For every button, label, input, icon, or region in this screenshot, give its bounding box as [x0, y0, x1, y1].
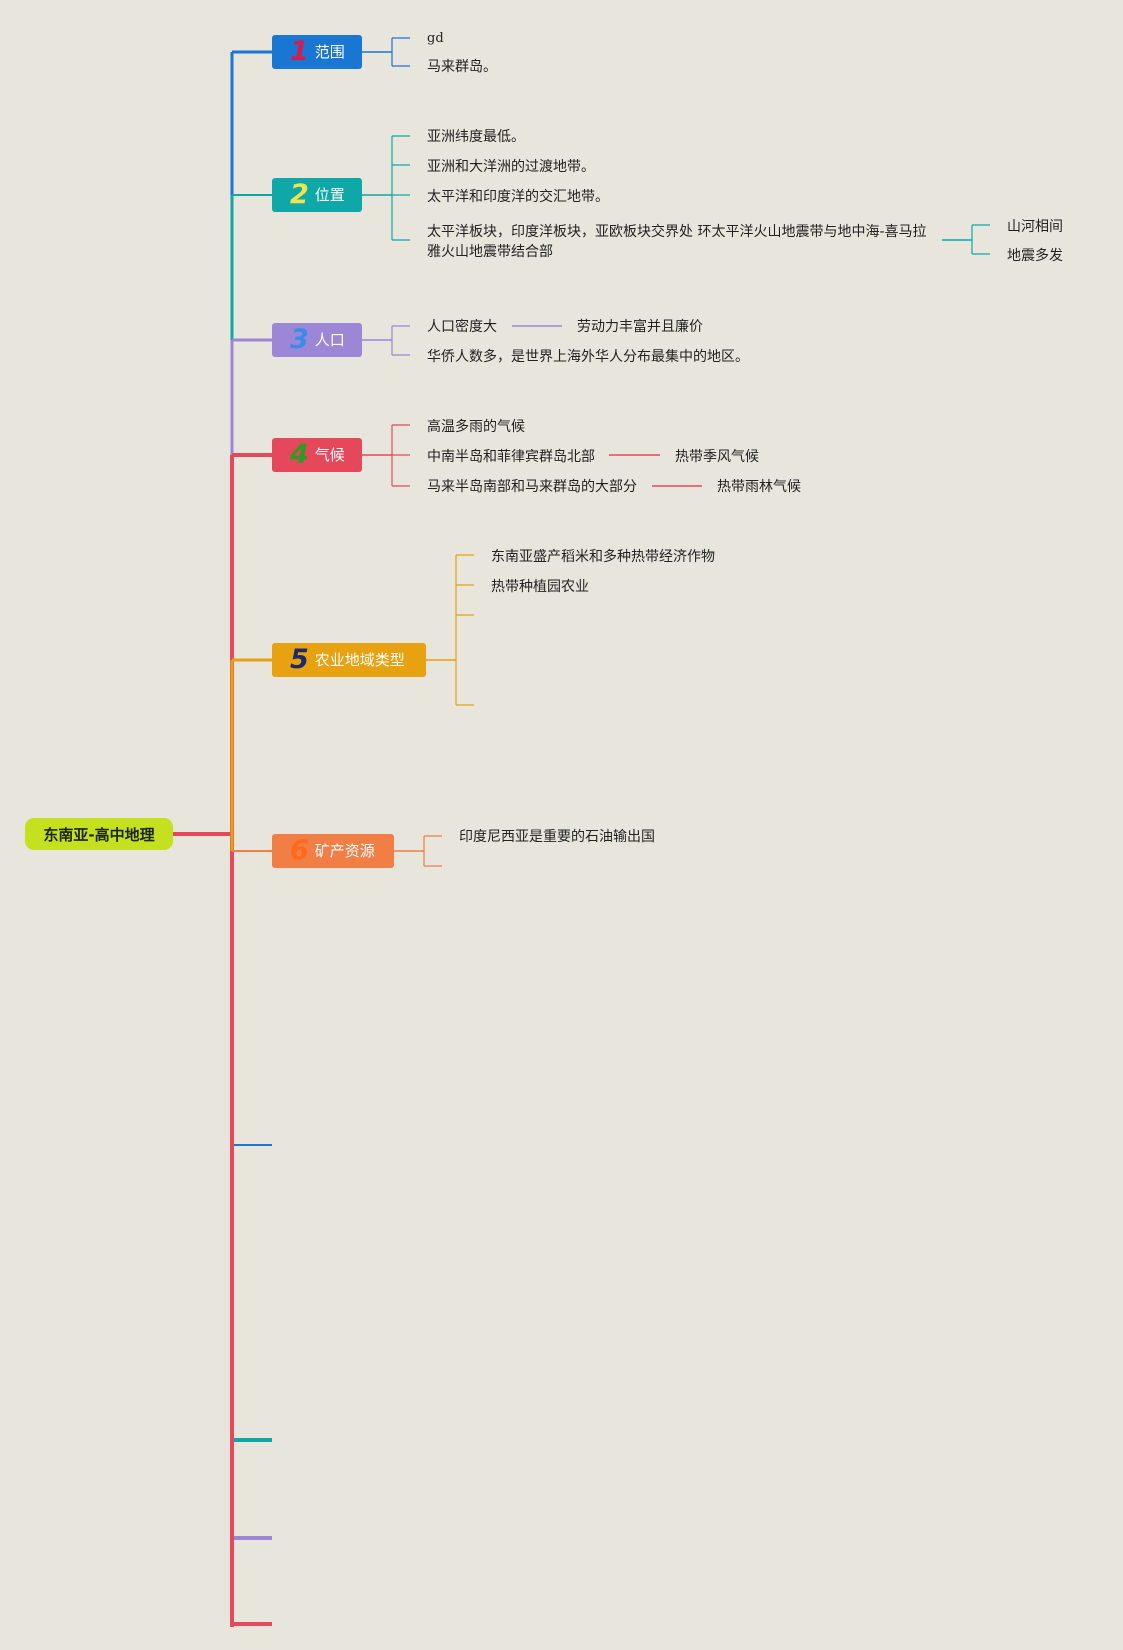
- leaf-location-2[interactable]: 亚洲和大洋洲的过渡地带。: [427, 159, 595, 175]
- leaf-location-1[interactable]: 亚洲纬度最低。: [427, 129, 525, 145]
- leaf-population-1[interactable]: 人口密度大: [427, 319, 497, 335]
- leaf-location-4[interactable]: 太平洋板块，印度洋板块，亚欧板块交界处 环太平洋火山地震带与地中海-喜马拉雅火山…: [427, 224, 927, 260]
- leaf-location-3[interactable]: 太平洋和印度洋的交汇地带。: [427, 189, 609, 205]
- topic-number: 3: [290, 324, 309, 355]
- leaf-climate-3[interactable]: 马来半岛南部和马来群岛的大部分: [427, 479, 637, 495]
- topic-number: 5: [290, 644, 309, 675]
- leaf-climate-3a[interactable]: 热带雨林气候: [717, 479, 801, 495]
- root-label: 东南亚-高中地理: [43, 825, 155, 844]
- leaf-population-1a[interactable]: 劳动力丰富并且廉价: [577, 319, 703, 335]
- topic-number: 1: [290, 36, 309, 67]
- topic-number: 6: [290, 835, 309, 866]
- leaf-location-4b[interactable]: 地震多发: [1007, 248, 1063, 264]
- leaf-minerals-1[interactable]: 印度尼西亚是重要的石油输出国: [459, 829, 655, 845]
- leaf-range-2[interactable]: 马来群岛。: [427, 59, 497, 75]
- topic-label: 范围: [314, 43, 345, 61]
- leaf-climate-2a[interactable]: 热带季风气候: [675, 449, 759, 465]
- leaf-location-4a[interactable]: 山河相间: [1007, 219, 1063, 235]
- topic-number: 2: [290, 179, 309, 210]
- topic-label: 位置: [314, 186, 345, 204]
- topic-label: 农业地域类型: [314, 651, 405, 669]
- topic-climate[interactable]: 4 气候: [272, 438, 362, 472]
- leaf-agriculture-2[interactable]: 热带种植园农业: [491, 579, 589, 595]
- topic-number: 4: [290, 439, 309, 470]
- leaf-climate-2[interactable]: 中南半岛和菲律宾群岛北部: [427, 449, 595, 465]
- leaf-population-2[interactable]: 华侨人数多，是世界上海外华人分布最集中的地区。: [427, 349, 749, 365]
- topic-agriculture[interactable]: 5 农业地域类型: [272, 643, 426, 677]
- root-node[interactable]: 东南亚-高中地理: [25, 818, 173, 850]
- leaf-range-1[interactable]: gd: [427, 31, 444, 46]
- topic-label: 人口: [314, 331, 345, 349]
- leaf-agriculture-1[interactable]: 东南亚盛产稻米和多种热带经济作物: [491, 549, 715, 565]
- topic-population[interactable]: 3 人口: [272, 323, 362, 357]
- topic-minerals[interactable]: 6 矿产资源: [272, 834, 394, 868]
- topic-range[interactable]: 1 范围: [272, 35, 362, 69]
- topic-location[interactable]: 2 位置: [272, 178, 362, 212]
- topic-label: 气候: [314, 446, 345, 464]
- leaf-climate-1[interactable]: 高温多雨的气候: [427, 419, 525, 435]
- topic-label: 矿产资源: [314, 842, 375, 860]
